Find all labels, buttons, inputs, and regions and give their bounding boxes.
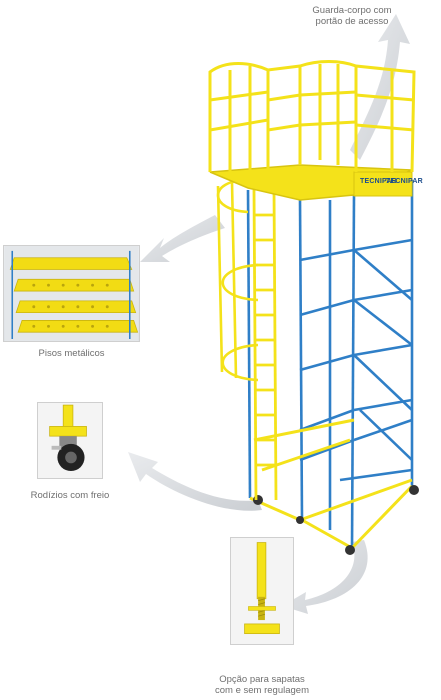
guard-rail [208, 60, 416, 175]
metal-floors-photo [3, 245, 140, 342]
arrow-to-floors-icon [140, 215, 225, 262]
casters-caption: Rodízios com freio [30, 490, 110, 501]
arrow-to-feet-icon [282, 540, 368, 614]
guard-rail-caption-line-2: portão de acesso [315, 16, 389, 27]
brand-logo-right: TECNIPAR [386, 178, 423, 185]
feet-caption-line-1: Opção para sapatas [219, 674, 305, 685]
metal-floors-image [4, 246, 139, 341]
base-plate-photo [230, 537, 294, 645]
scaffold-frame [246, 180, 414, 549]
scaffold-wheels [253, 485, 419, 555]
feet-caption-line-2: com e sem regulagem [215, 685, 309, 696]
brand-logo-left: TECNIPAR [360, 178, 397, 185]
caster-photo [37, 402, 103, 479]
caster-image [38, 403, 102, 478]
arrow-to-casters-icon [128, 452, 262, 511]
ladder-cage [216, 178, 259, 382]
guard-rail-caption-line-1: Guarda-corpo com [312, 5, 392, 16]
floors-caption: Pisos metálicos [38, 348, 105, 359]
base-plate-image [231, 538, 293, 644]
arrow-to-guard-rail-icon [350, 14, 410, 160]
